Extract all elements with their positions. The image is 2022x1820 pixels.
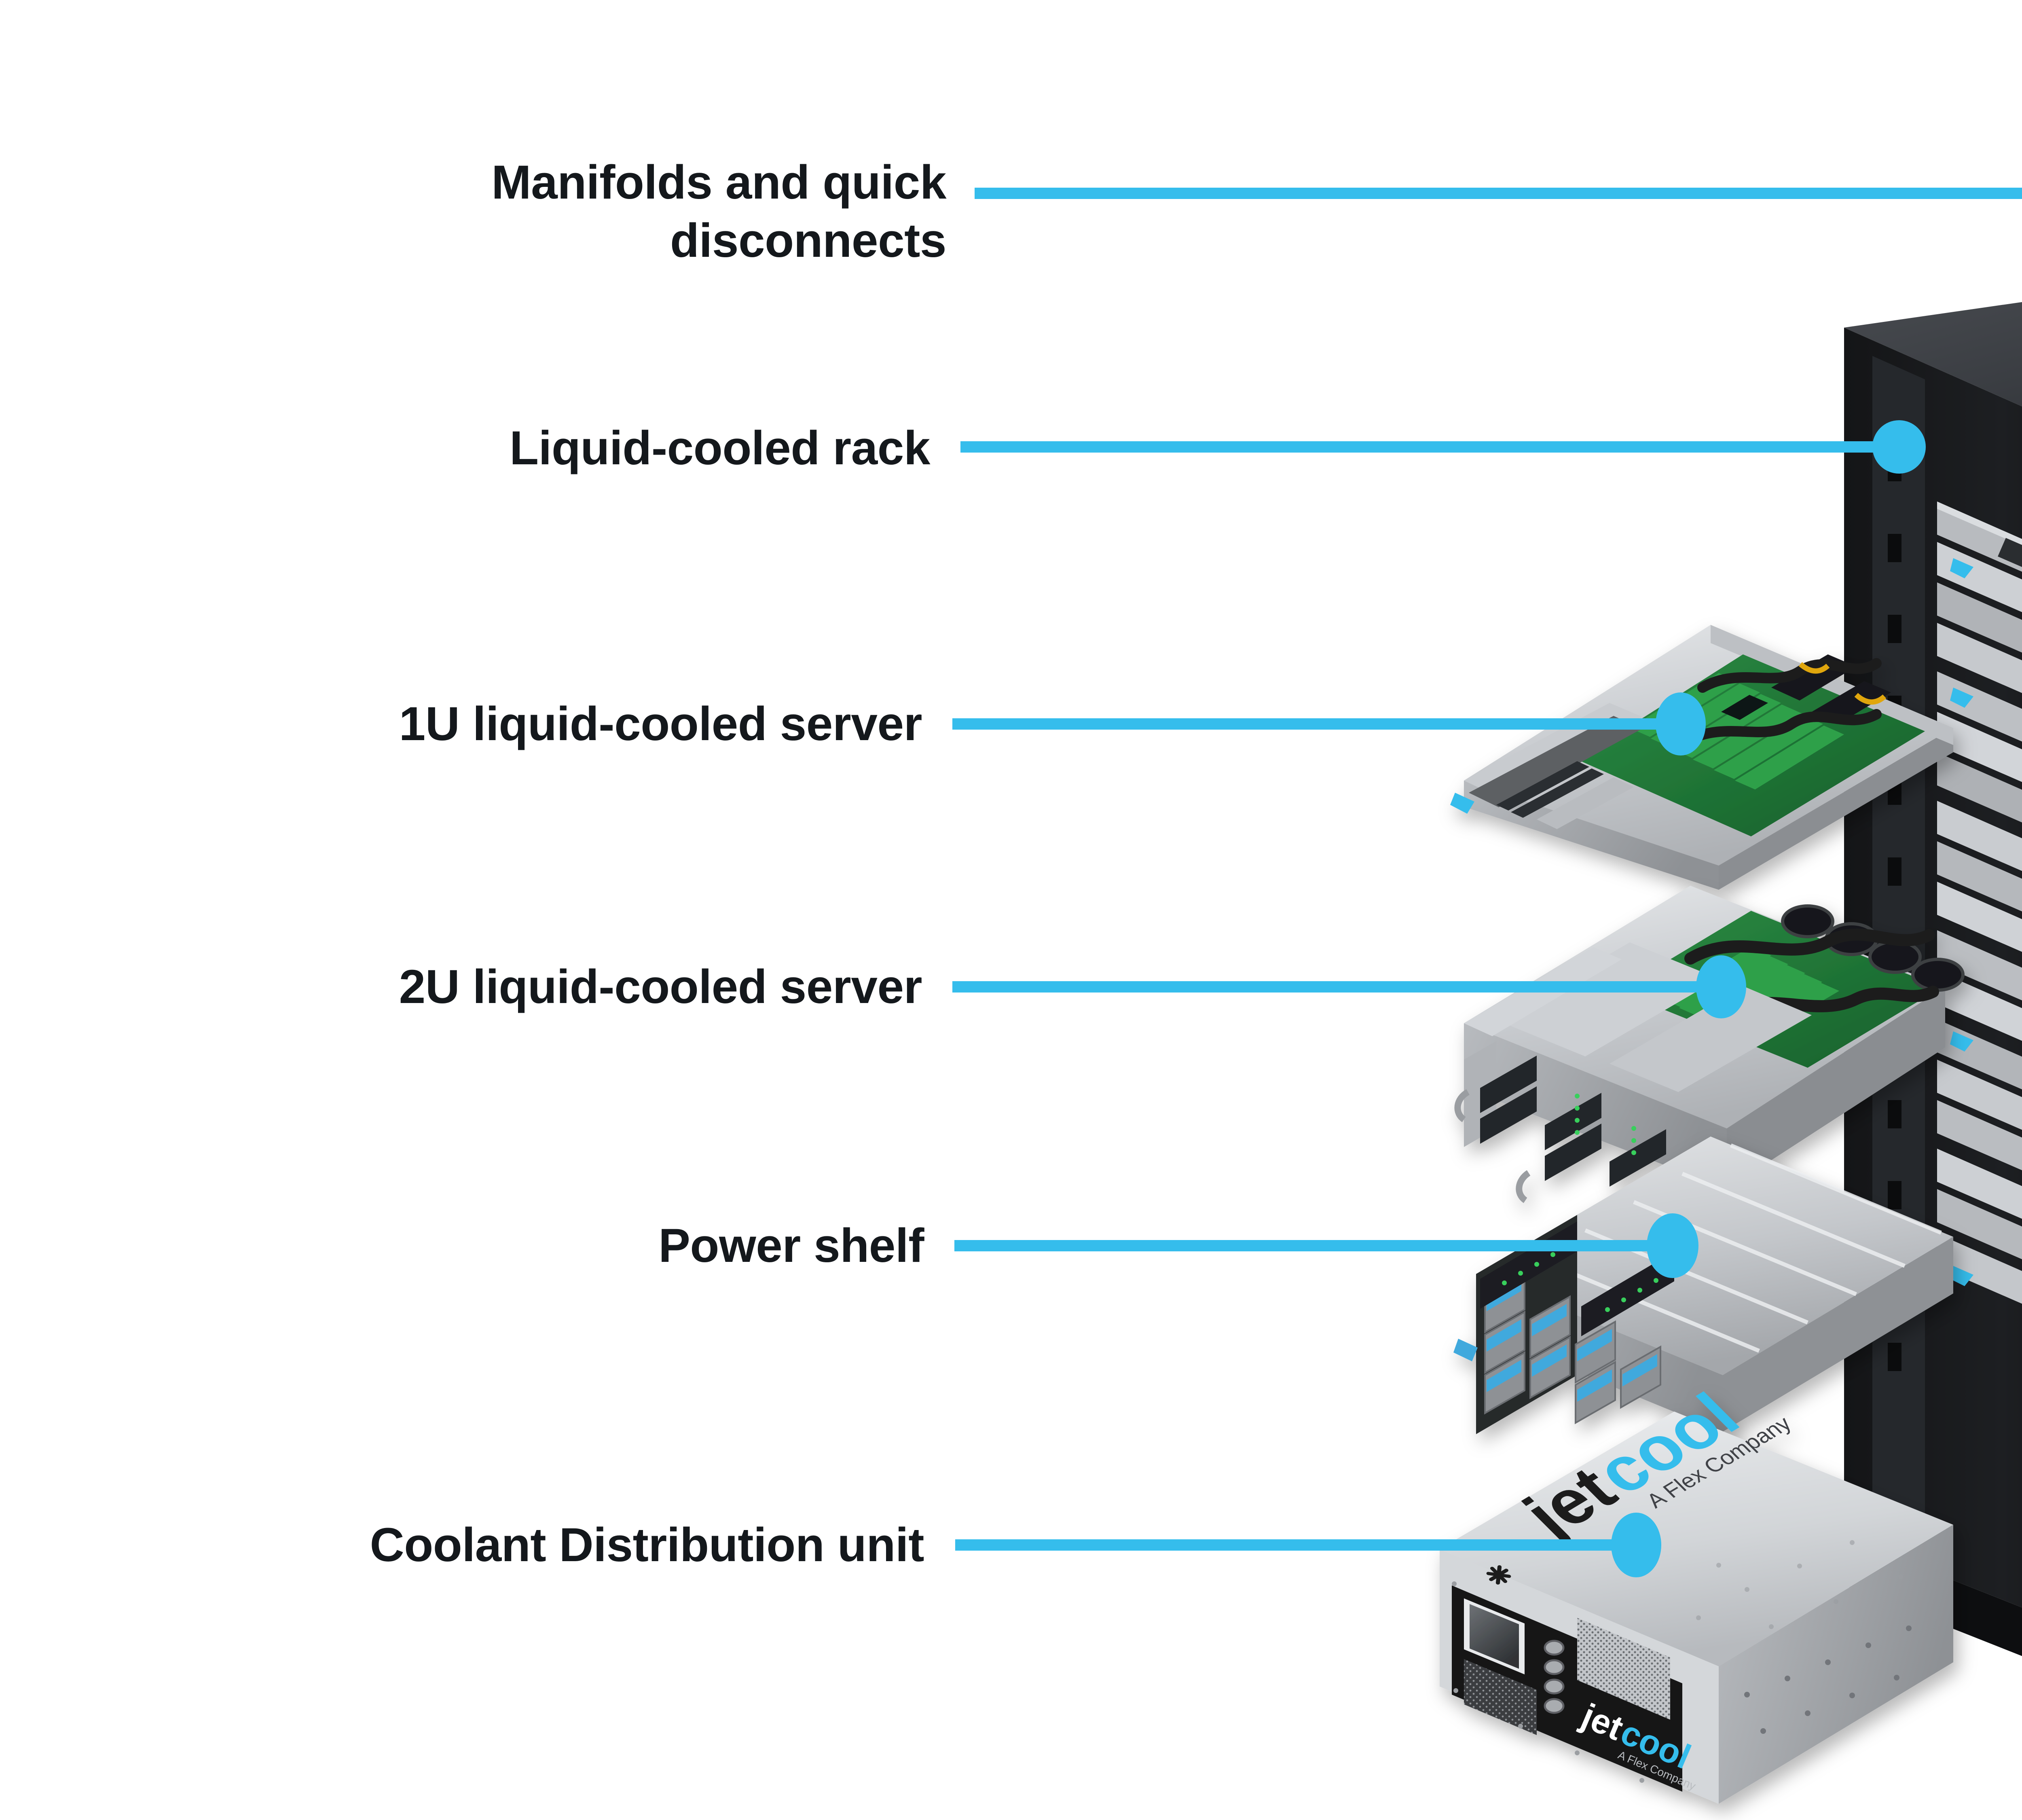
- callout-label-server-2u: 2U liquid-cooled server: [399, 960, 922, 1014]
- leader-dot-server-1u: [1656, 692, 1706, 756]
- callout-label-power-shelf: Power shelf: [658, 1219, 924, 1272]
- leader-dot-cdu: [1611, 1513, 1661, 1577]
- callout-label-cdu: Coolant Distribution unit: [370, 1518, 924, 1572]
- power-shelf-unit: [1453, 1136, 1953, 1434]
- callout-label-manifolds: Manifolds and quick disconnects: [491, 156, 946, 267]
- snowflake-icon: [1486, 1565, 1511, 1585]
- leader-dot-rack: [1872, 420, 1926, 474]
- leader-dot-server-2u: [1696, 955, 1746, 1018]
- rack-installed-servers: [1937, 502, 2022, 1304]
- callout-label-server-1u: 1U liquid-cooled server: [399, 697, 922, 751]
- leader-dot-power-shelf: [1647, 1213, 1698, 1278]
- server-2u-unit: [1454, 886, 1965, 1203]
- callout-label-rack: Liquid-cooled rack: [509, 421, 931, 475]
- callout-leaders: [952, 188, 2022, 1577]
- server-1u-unit: [1450, 625, 1953, 890]
